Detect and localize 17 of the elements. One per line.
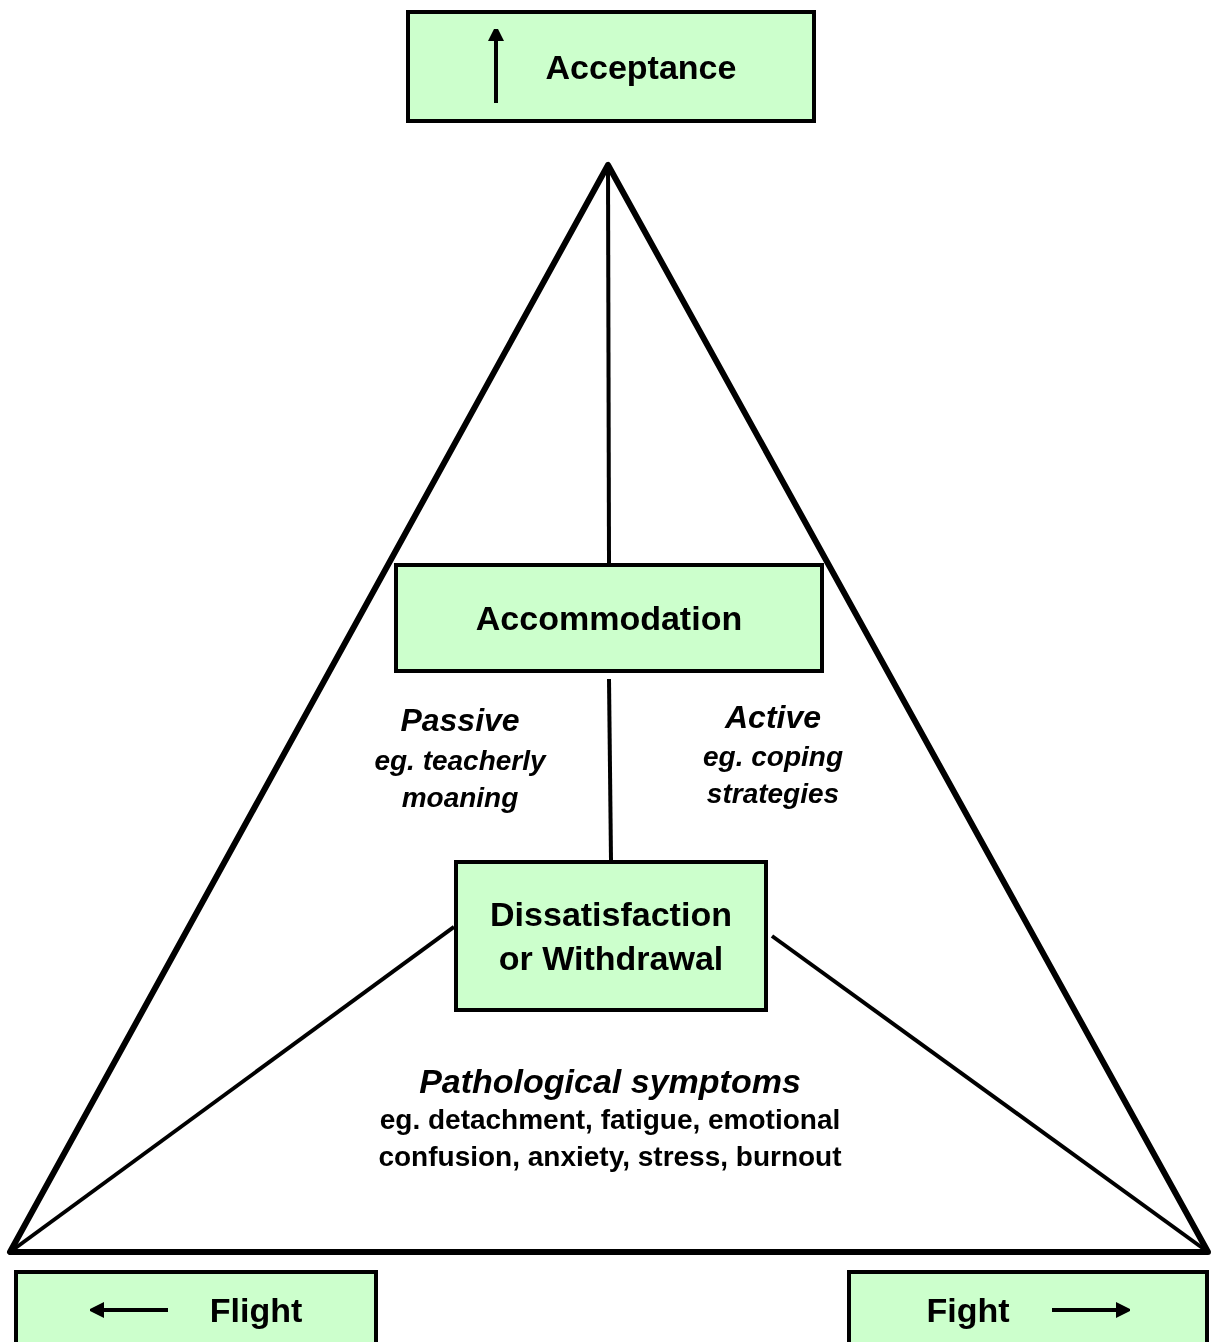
box-label: Flight <box>209 1290 303 1331</box>
process-box <box>847 1270 1209 1342</box>
note-text: eg. coping strategies <box>702 740 844 811</box>
heading-text: Passive <box>399 701 521 740</box>
process-box <box>454 860 768 1012</box>
heading-text: Pathological symptoms <box>418 1061 802 1102</box>
note-text: eg. detachment, fatigue, emotional confusion, anxiety, stress, burnout <box>377 1103 843 1174</box>
box-label: Accommodation <box>475 598 743 639</box>
connector-line <box>607 678 613 861</box>
process-box <box>394 563 824 673</box>
box-label: Fight <box>926 1290 1010 1331</box>
process-box <box>406 10 816 123</box>
note-text: eg. teacherly moaning <box>373 744 548 815</box>
box-label: Dissatisfaction or Withdrawal <box>489 894 733 979</box>
box-label: Acceptance <box>545 46 737 88</box>
process-box <box>14 1270 378 1342</box>
heading-text: Active <box>723 698 822 737</box>
